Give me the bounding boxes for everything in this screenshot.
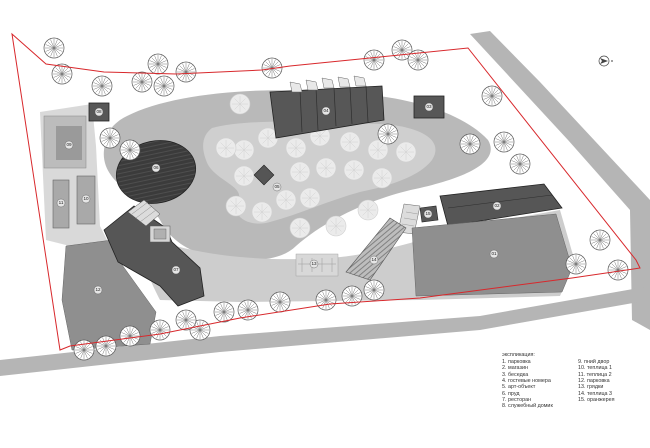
zone-labels: 01 02 03 04 05 06 07 08 09 10 11 12 13 1… [56, 102, 502, 295]
svg-text:05: 05 [274, 184, 280, 189]
legend-item: 10. теплица 1 [578, 365, 613, 372]
svg-text:11: 11 [59, 200, 64, 205]
art-object [253, 164, 275, 186]
svg-text:03: 03 [426, 104, 432, 109]
zone-label-10: 10 [81, 194, 91, 204]
legend-item: 13. грядки [578, 384, 604, 391]
outer-road-south [0, 286, 650, 376]
zone-label-03: 03 [424, 102, 434, 112]
legend-item: 8. служебный домик [502, 403, 553, 410]
zone-label-02: 02 [492, 201, 502, 211]
zone-label-11: 11 [56, 198, 66, 208]
legend-left-column: 1. парковка 2. магазин 3. беседка 4. гос… [502, 359, 553, 410]
svg-text:09: 09 [66, 142, 72, 147]
zone-label-07: 07 [171, 265, 181, 275]
legend-item: 4. гостевые номера [502, 378, 551, 385]
legend-right-column: 9. пний двор 10. теплица 1 11. теплица 2… [578, 359, 614, 403]
legend-item: 1. парковка [502, 359, 531, 365]
legend-item: 15. оранжерея [578, 397, 615, 404]
zone-label-14: 14 [369, 255, 379, 265]
svg-text:01: 01 [491, 251, 497, 256]
svg-text:12: 12 [95, 287, 101, 292]
zone-label-12: 12 [93, 285, 103, 295]
zone-label-01: 01 [489, 249, 499, 259]
zone-label-04: 04 [321, 106, 331, 116]
legend-item: 5. арт-объект [502, 384, 536, 391]
svg-text:04: 04 [323, 108, 329, 113]
zone-label-06: 06 [151, 163, 161, 173]
svg-text:02: 02 [494, 203, 500, 208]
legend-item: 3. беседка [502, 371, 529, 378]
svg-text:14: 14 [371, 257, 377, 262]
svg-text:13: 13 [311, 261, 317, 266]
svg-text:10: 10 [83, 196, 89, 201]
legend-item: 12. парковка [578, 378, 610, 385]
greenhouse-3 [345, 217, 407, 281]
svg-text:08: 08 [96, 109, 102, 114]
legend-item: 6. пруд [502, 390, 520, 397]
legend-item: 11. теплица 2 [578, 371, 612, 378]
zone-label-05: 05 [272, 182, 282, 192]
site-boundary [11, 32, 641, 351]
legend-item: 7. ресторан [502, 397, 532, 404]
legend-item: 9. пний двор [578, 359, 610, 365]
svg-text:15: 15 [425, 211, 431, 216]
north-arrow-icon [598, 55, 614, 67]
legend-item: 2. магазин [502, 365, 528, 372]
svg-text:07: 07 [173, 267, 179, 272]
legend-item: 14. теплица 3 [578, 390, 613, 397]
zone-label-13: 13 [309, 259, 319, 269]
zone-label-09: 09 [64, 140, 74, 150]
svg-text:06: 06 [153, 165, 159, 170]
zone-label-08: 08 [94, 107, 104, 117]
legend-title: экспликация: [502, 352, 535, 358]
zone-label-15: 15 [423, 209, 433, 219]
